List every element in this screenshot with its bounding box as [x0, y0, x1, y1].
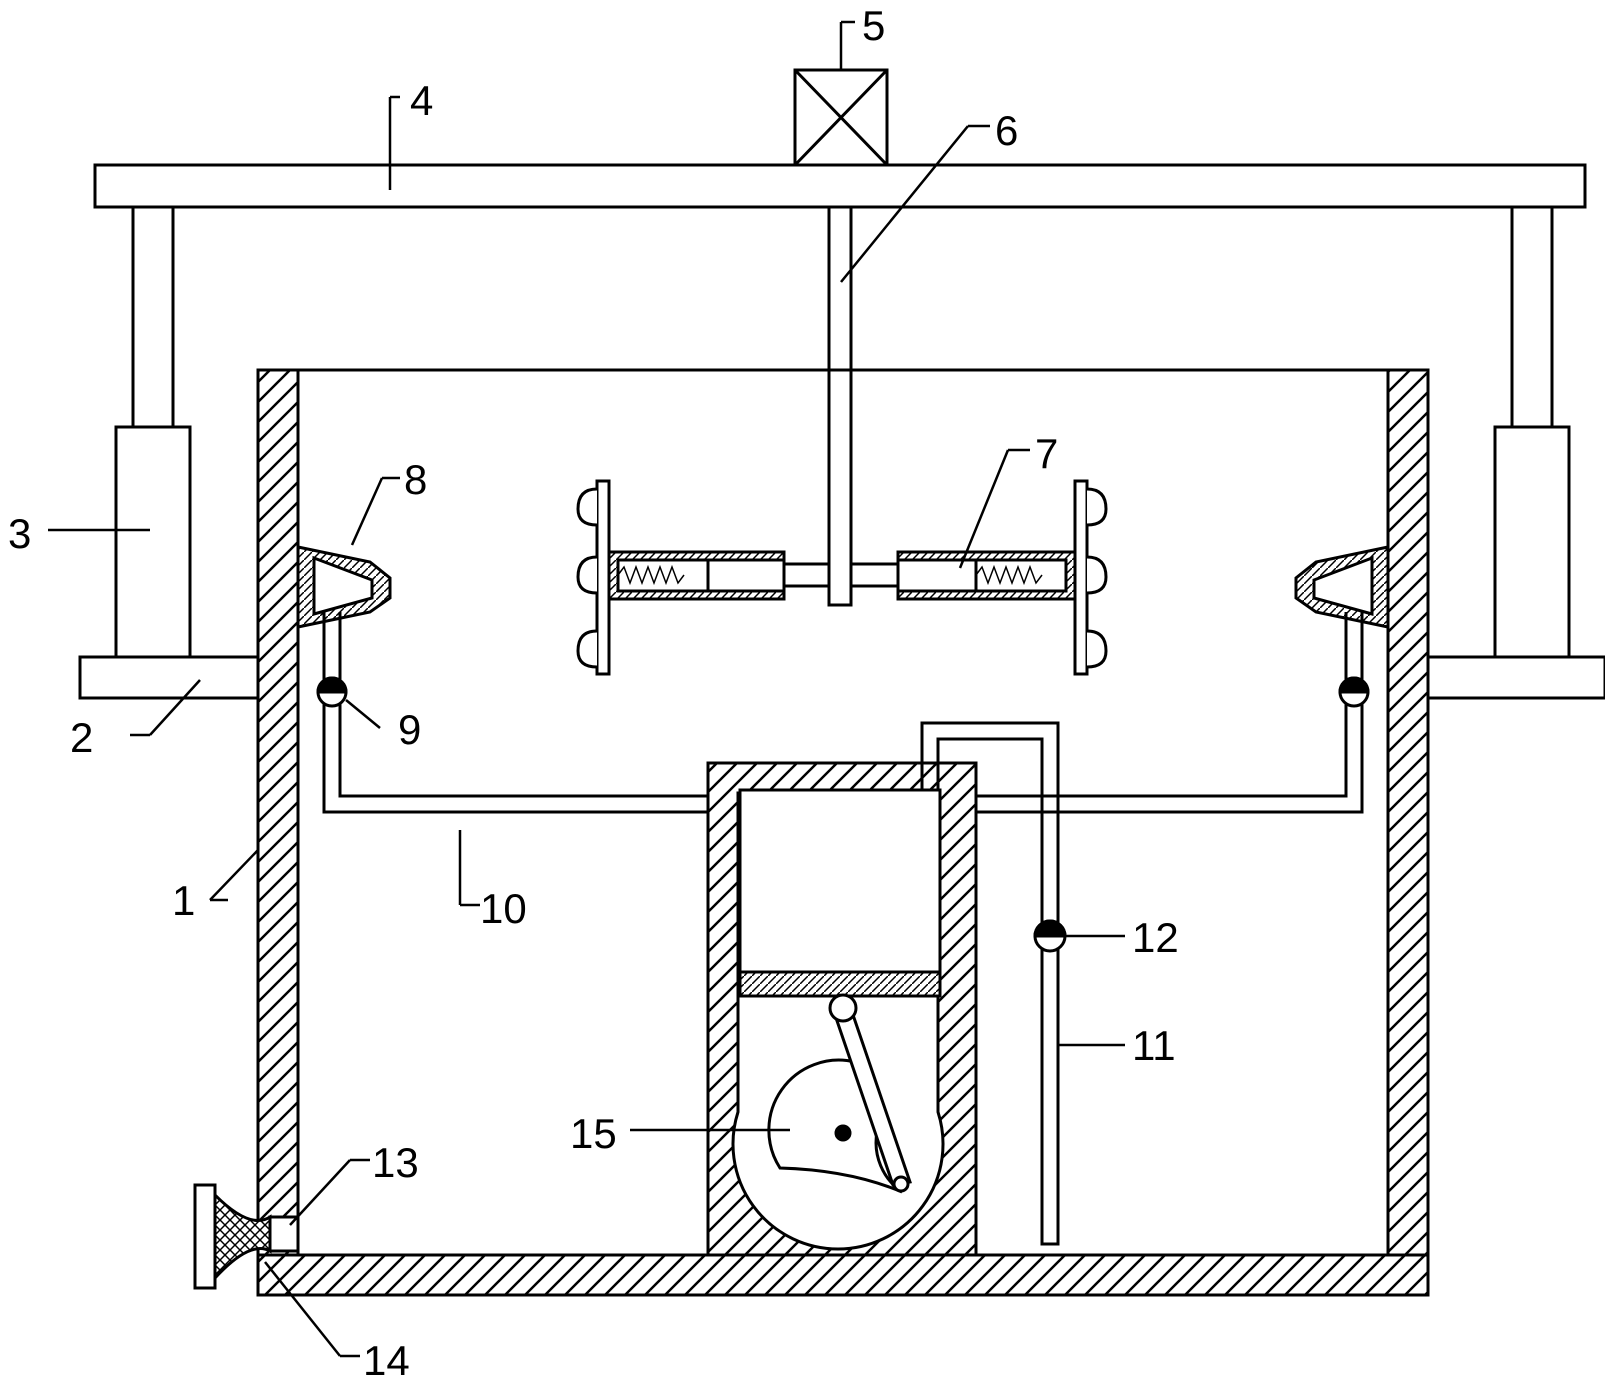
tank-body	[256, 368, 1430, 1297]
reference-labels: 1 2 3 4 5 6 7 8 9 10 11 12 13 14 15	[8, 2, 1179, 1384]
vertical-shaft	[827, 205, 853, 607]
label-5: 5	[862, 2, 885, 49]
leader-lines	[48, 20, 1125, 1358]
motor-box	[793, 68, 889, 167]
label-9: 9	[398, 706, 421, 753]
left-check-valve	[316, 676, 348, 708]
right-check-valve	[1338, 676, 1370, 708]
label-8: 8	[404, 456, 427, 503]
left-lift-cylinder	[114, 205, 192, 659]
right-clamp-arm	[849, 479, 1108, 676]
left-spray-nozzle	[296, 545, 392, 629]
crank-wheel	[767, 993, 912, 1194]
right-spray-nozzle	[1294, 545, 1390, 629]
label-7: 7	[1035, 430, 1058, 477]
label-12: 12	[1132, 914, 1179, 961]
label-15: 15	[570, 1110, 617, 1157]
right-lift-cylinder	[1493, 205, 1571, 659]
left-support-plate	[78, 655, 260, 700]
label-6: 6	[995, 107, 1018, 154]
return-check-valve	[1033, 919, 1067, 953]
label-3: 3	[8, 510, 31, 557]
label-11: 11	[1132, 1022, 1176, 1069]
right-support-plate	[1425, 655, 1605, 700]
label-2: 2	[70, 714, 93, 761]
label-1: 1	[172, 877, 195, 924]
label-14: 14	[363, 1337, 410, 1384]
left-clamp-arm	[576, 479, 831, 676]
label-13: 13	[372, 1139, 419, 1186]
label-4: 4	[410, 77, 433, 124]
top-beam	[93, 163, 1587, 209]
supply-pipe	[322, 612, 1364, 814]
drain-filter	[193, 1183, 272, 1290]
pump-piston	[738, 970, 942, 998]
label-10: 10	[480, 885, 527, 932]
return-pipe	[920, 721, 1060, 1246]
